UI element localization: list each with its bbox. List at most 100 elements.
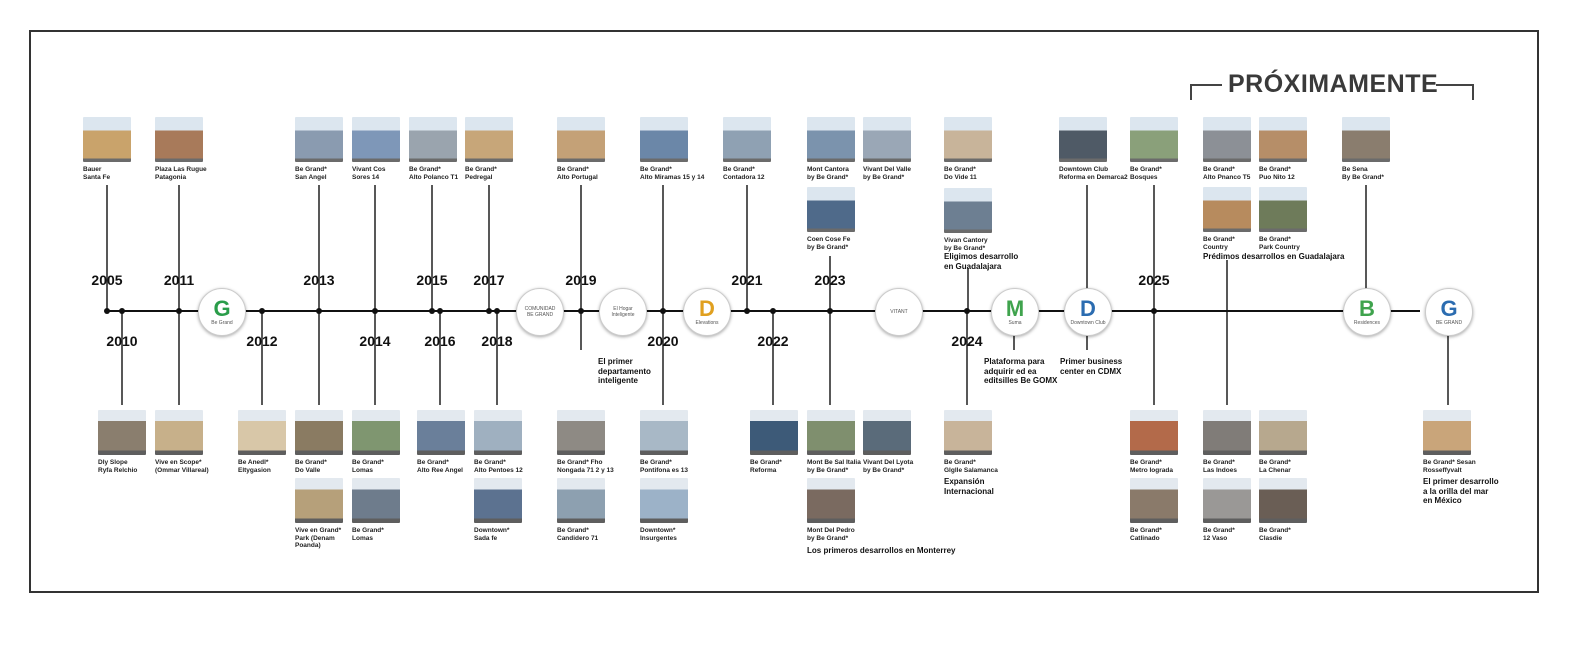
bracket-right-line bbox=[1436, 84, 1474, 86]
logo-glyph: G bbox=[213, 296, 231, 321]
logo-glyph: D bbox=[1080, 296, 1096, 321]
year-label: 2020 bbox=[647, 333, 679, 349]
project-caption: Be Grand* Catlinado bbox=[1130, 527, 1162, 542]
project-caption: Vivan Cantory by Be Grand* bbox=[944, 237, 988, 252]
project-photo bbox=[944, 188, 992, 233]
project-caption: Be Grand* Reforma bbox=[750, 459, 782, 474]
project-caption: Be Grand* Lomas bbox=[352, 459, 384, 474]
project-caption: Be Grand* Alto Portugal bbox=[557, 166, 598, 181]
project-caption: Vivant Cos Sores 14 bbox=[352, 166, 386, 181]
project-photo bbox=[640, 117, 688, 162]
year-label: 2012 bbox=[246, 333, 278, 349]
project-caption: Be Grand* Alto Pnanco T5 bbox=[1203, 166, 1251, 181]
project-caption: Be Grand* Alto Ree Angel bbox=[417, 459, 463, 474]
year-label: 2010 bbox=[106, 333, 138, 349]
milestone-note: Expansión Internacional bbox=[944, 477, 994, 496]
project-photo bbox=[352, 478, 400, 523]
bracket-left-line bbox=[1190, 84, 1222, 86]
year-label: 2013 bbox=[303, 272, 335, 288]
project-caption: Be Grand* San Angel bbox=[295, 166, 327, 181]
project-photo bbox=[1203, 410, 1251, 455]
milestone-note: Primer business center en CDMX bbox=[1060, 357, 1123, 376]
milestone-note: El primer departamento inteligente bbox=[598, 357, 651, 385]
project-photo bbox=[465, 117, 513, 162]
project-caption: Downtown Club Reforma en Demarca2 bbox=[1059, 166, 1128, 181]
project-caption: Mont Be Sal Italia by Be Grand* bbox=[807, 459, 861, 474]
logo-caption: COMUNIDAD BE GRAND bbox=[524, 306, 556, 318]
logo-caption: Be Grand bbox=[211, 320, 233, 326]
logo-caption: Residences bbox=[1353, 320, 1381, 326]
bracket-left-tick bbox=[1190, 84, 1192, 100]
project-caption: Be Grand* Candidero 71 bbox=[557, 527, 599, 542]
project-photo bbox=[1130, 478, 1178, 523]
logo-caption: Elevations bbox=[695, 320, 719, 326]
project-photo bbox=[474, 478, 522, 523]
year-label: 2016 bbox=[424, 333, 456, 349]
project-photo bbox=[807, 117, 855, 162]
logo-caption: Downtown Club bbox=[1070, 320, 1106, 326]
project-caption: Be Grand* Puo Nito 12 bbox=[1259, 166, 1295, 181]
project-photo bbox=[557, 478, 605, 523]
year-label: 2018 bbox=[481, 333, 513, 349]
logo-caption: El Hogar Inteligente bbox=[611, 306, 635, 318]
logo-glyph: B bbox=[1359, 296, 1375, 321]
project-photo bbox=[98, 410, 146, 455]
year-label: 2015 bbox=[416, 272, 448, 288]
year-label: 2017 bbox=[473, 272, 505, 288]
project-caption: Be Grand* Pedregal bbox=[465, 166, 497, 181]
project-photo bbox=[238, 410, 286, 455]
project-photo bbox=[1203, 478, 1251, 523]
year-label: 2022 bbox=[757, 333, 789, 349]
project-caption: Be Grand* Do Valle bbox=[295, 459, 327, 474]
project-caption: Be Grand* Alto Polanco T1 bbox=[409, 166, 459, 181]
project-photo bbox=[474, 410, 522, 455]
project-caption: Vivant Del Valle by Be Grand* bbox=[863, 166, 911, 181]
coming-soon-title: PRÓXIMAMENTE bbox=[1228, 70, 1439, 98]
project-photo bbox=[295, 410, 343, 455]
bracket-right-tick bbox=[1472, 84, 1474, 100]
project-caption: Mont Del Pedro by Be Grand* bbox=[807, 527, 855, 542]
project-caption: Be Grand* Clasdie bbox=[1259, 527, 1291, 542]
project-photo bbox=[1423, 410, 1471, 455]
project-caption: Be Grand* Do Vide 11 bbox=[944, 166, 977, 181]
project-photo bbox=[1203, 117, 1251, 162]
project-caption: Downtown* Sada fe bbox=[474, 527, 510, 542]
project-photo bbox=[155, 117, 203, 162]
project-caption: Vive en Grand* Park (Denam Poanda) bbox=[295, 527, 342, 549]
project-caption: Be Sena By Be Grand* bbox=[1342, 166, 1384, 181]
project-caption: Mont Cantora by Be Grand* bbox=[807, 166, 849, 181]
project-photo bbox=[944, 117, 992, 162]
project-caption: Be Grand* Bosques bbox=[1130, 166, 1162, 181]
project-photo bbox=[1130, 410, 1178, 455]
project-photo bbox=[807, 478, 855, 523]
project-photo bbox=[417, 410, 465, 455]
project-photo bbox=[807, 187, 855, 232]
project-caption: Be Grand* Glglle Salamanca bbox=[944, 459, 998, 474]
project-photo bbox=[1259, 478, 1307, 523]
project-caption: Be Grand* Contadora 12 bbox=[723, 166, 765, 181]
project-photo bbox=[1259, 410, 1307, 455]
project-photo bbox=[409, 117, 457, 162]
year-label: 2005 bbox=[91, 272, 123, 288]
milestone-note: El primer desarrollo a la orilla del mar… bbox=[1423, 477, 1499, 505]
project-photo bbox=[352, 410, 400, 455]
project-caption: Bauer Santa Fe bbox=[83, 166, 111, 181]
project-caption: Be Grand* Metro Iograda bbox=[1130, 459, 1173, 474]
project-caption: Dly Slope Ryfa Relchio bbox=[98, 459, 138, 474]
project-caption: Be Grand* Alto Miramas 15 y 14 bbox=[640, 166, 705, 181]
project-caption: Be Anedl* Eltygasion bbox=[238, 459, 271, 474]
project-photo bbox=[557, 117, 605, 162]
project-caption: Be Grand* 12 Vaso bbox=[1203, 527, 1235, 542]
project-photo bbox=[1059, 117, 1107, 162]
project-caption: Vive en Scope* (Ommar Villareal) bbox=[155, 459, 209, 474]
comunidad-logo: COMUNIDAD BE GRAND bbox=[516, 288, 564, 336]
milestone-note: Prédimos desarrollos en Guadalajara bbox=[1203, 252, 1345, 261]
project-caption: Downtown* Insurgentes bbox=[640, 527, 677, 542]
